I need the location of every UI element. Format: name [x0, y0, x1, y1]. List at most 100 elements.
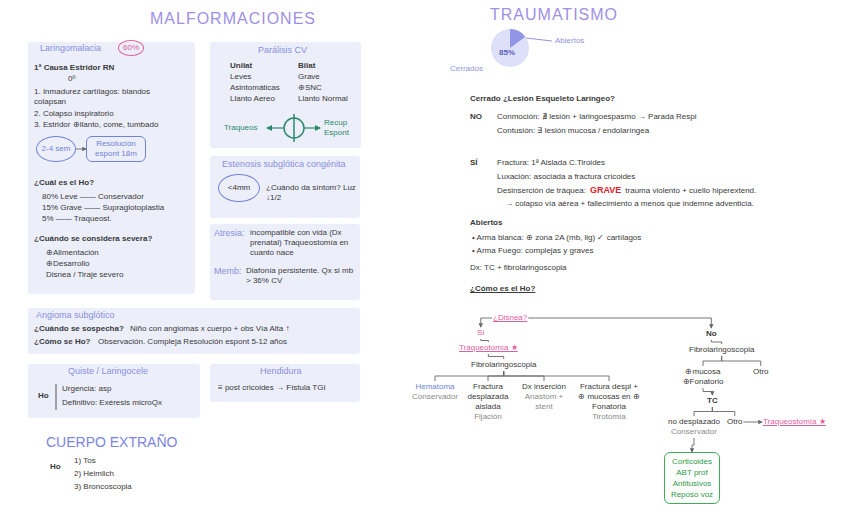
section-title: MALFORMACIONES: [150, 10, 316, 28]
note-text: ¿Cómo es el Ho?: [470, 284, 535, 294]
note-text: Desinserción de tráquea:: [497, 186, 586, 196]
flow-step: TC: [706, 395, 719, 407]
pie-chart: [491, 29, 529, 67]
note-text: Conservador: [411, 392, 459, 402]
connector: [722, 356, 761, 366]
connector: [528, 318, 711, 328]
note-text: 0º: [68, 74, 75, 84]
connector: [481, 318, 492, 327]
topic-panel: Atresia: incompatible con vida (Dx prenat…: [210, 224, 360, 300]
note-text: Llanto Aereo: [230, 94, 275, 104]
note-text: Fractura desplazada aislada: [465, 382, 511, 412]
note-text: Unilat: [230, 61, 252, 71]
connector: [435, 371, 504, 381]
panel-heading: Laringomalacia: [40, 43, 101, 53]
flow-step: Fractura desplazada aisladaFijación: [464, 381, 512, 423]
connector: [504, 371, 544, 381]
section-title: CUERPO EXTRAÑO: [46, 434, 177, 450]
note-text: ¿Cuándo se sospecha?: [34, 324, 124, 334]
connector: [481, 339, 489, 342]
note-text: Traqueos: [224, 123, 258, 133]
note-text: Tirotomía: [577, 412, 641, 422]
topic-panel: Angioma subglótico¿Cuándo se sospecha?Ni…: [28, 308, 360, 354]
section-title: TRAUMATISMO: [490, 6, 618, 24]
note-text: 1. Inmadurez cartílagos: blandos colapsa…: [34, 87, 184, 107]
flow-step: Fibrolaringoscopia: [470, 359, 537, 371]
note-text: ¿Cómo se Ho?: [34, 337, 90, 347]
connector: [744, 422, 762, 423]
note-text: ⊕Alimentación: [46, 248, 99, 258]
note-text: Cerrados: [450, 64, 483, 74]
note-text: Grave: [298, 72, 320, 82]
note-text: Ho: [50, 462, 61, 472]
note-text: Abiertos: [555, 36, 584, 46]
flow-step: Fibrolaringoscopia: [688, 344, 755, 356]
flow-step: ¿Disnea?: [492, 312, 528, 324]
panel-heading: Atresia:: [214, 228, 245, 238]
note-text: Urgencia: asp: [62, 384, 111, 394]
note-text: Leves: [230, 72, 251, 82]
note-text: 1) Tos: [74, 456, 96, 466]
panel-heading: Quiste / Laringocele: [68, 366, 148, 376]
note-text: Recup Espont: [324, 118, 358, 138]
note-oval: <4mm: [218, 174, 260, 202]
connector: [711, 340, 721, 344]
note-text: SÍ: [470, 158, 478, 168]
note-text: NO: [470, 112, 482, 122]
note-text: incompatible con vida (Dx prenatal) Traq…: [250, 228, 356, 258]
treatment-box: Corticoides ABT prof Antitusivos Reposo …: [664, 452, 720, 504]
connector: [703, 388, 712, 395]
panel-heading: Hendidura: [260, 366, 302, 376]
note-text: Dx: TC + fibrolaringoscopia: [470, 263, 567, 273]
note-text: GRAVE: [590, 185, 621, 195]
panel-heading: Estenosis subglótica congénita: [222, 159, 346, 169]
pie-wedge: [510, 29, 525, 48]
flow-step: Fractura despl + ⊕ mucosas en ⊕ Fonatori…: [576, 381, 642, 423]
note-text: Observación. Compleja Resolución espont …: [98, 337, 287, 347]
note-text: ¿Cuándo da síntom? Luz ↓1/2: [266, 183, 356, 203]
note-text: 1ª Causa Estridor RN: [34, 63, 114, 73]
divider-bar: [56, 384, 57, 410]
note-text: trauma violento + cuello hiperextend.: [625, 186, 756, 196]
note-text: Diafonía persistente. Qx si mb > 36% CV: [246, 266, 356, 286]
pointer-arrow: [304, 127, 320, 128]
note-text: Traqueotomía ★: [459, 343, 518, 353]
note-text: Llanto Normal: [298, 94, 348, 104]
topic-panel: Estenosis subglótica congénita ¿Cuándo da…: [210, 156, 360, 218]
note-text: ⊕Desarrollo: [46, 259, 89, 269]
note-text: Anastom + stent: [517, 392, 571, 412]
note-box: Resolución espont 18m: [86, 136, 146, 162]
cross-symbol: [284, 118, 304, 138]
pointer-arrow: [267, 127, 284, 128]
note-text: ¿Disnea?: [493, 313, 527, 323]
note-text: Fijación: [465, 412, 511, 422]
topic-panel: Hendidura≡ post cricoides → Fístula TGI: [210, 364, 360, 402]
note-text: ⊕mucosa ⊕Fonatorio: [681, 367, 725, 387]
note-text: 15% Grave —— Supraglotoplastia: [42, 203, 164, 213]
connector: [692, 438, 694, 452]
note-text: Otro: [727, 417, 743, 427]
note-text: ¿Cuál es el Ho?: [34, 178, 94, 188]
note-text: Disnea / Tiraje severo: [46, 270, 123, 280]
note-text: 2-4 sem: [42, 144, 71, 154]
note-text: Sí: [477, 328, 485, 338]
note-oval: 2-4 sem: [36, 136, 76, 162]
connector: [76, 149, 86, 150]
note-text: Fractura despl + ⊕ mucosas en ⊕ Fonatori…: [577, 382, 641, 412]
note-text: Fibrolaringoscopia: [689, 345, 754, 355]
note-text: → colapso vía aérea + fallecimiento a me…: [505, 199, 754, 209]
flow-step: Otro: [726, 416, 744, 428]
note-text: ¿Cuándo se considera severa?: [34, 234, 152, 244]
note-text: Conmoción: ∄ lesión + laringoespasmo → P…: [497, 112, 697, 122]
note-text: <4mm: [228, 183, 250, 193]
flow-step: Traqueotomía ★: [458, 342, 519, 354]
percent-circle: 60%: [118, 40, 144, 56]
note-text: TC: [707, 396, 718, 406]
note-text: 5% —— Traqueost.: [42, 214, 112, 224]
note-text: Resolución espont 18m: [89, 139, 143, 159]
flow-step: no desplazadoConservador: [666, 416, 722, 438]
flow-step: Otro: [752, 366, 770, 378]
